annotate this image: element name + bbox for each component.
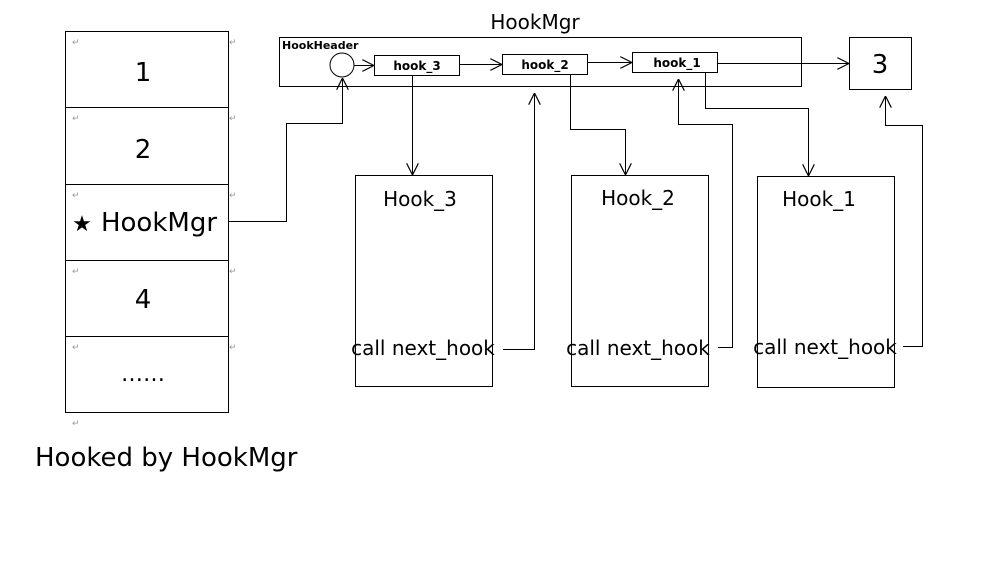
paragraph-mark: ↵ [72, 343, 80, 353]
table-cell-1: 1 [135, 58, 152, 88]
arrow-hook-1-call-next [886, 96, 923, 347]
hook-function-3: Hook_3 call next_hook [351, 175, 495, 387]
arrow-hook-3-call-next [503, 93, 535, 350]
hook-function-box [757, 176, 895, 388]
hook-function-1: Hook_1 call next_hook [753, 176, 897, 388]
paragraph-mark: ↵ [72, 191, 80, 201]
chain-node-hook-1 [632, 52, 718, 73]
vector-table: ↵ ↵ ↵ ↵ ↵ ↵ ↵ ↵ ↵ ↵ ↵ 1 2 ★ HookMgr 4 …… [65, 31, 237, 429]
paragraph-mark: ↵ [229, 191, 237, 201]
hook-chain: hook_3 hook_2 hook_1 [374, 52, 718, 76]
hook-function-2: Hook_2 call next_hook [566, 175, 710, 387]
arrow-hook-2-call-next [679, 79, 733, 348]
paragraph-mark: ↵ [72, 114, 80, 124]
call-next-hook-label: call next_hook [566, 336, 710, 360]
original-target-label: 3 [872, 50, 889, 80]
chain-node-label: hook_2 [521, 58, 568, 73]
hookmgr-container [279, 37, 802, 87]
table-cell-hookmgr: HookMgr [101, 208, 217, 238]
hook-function-title: Hook_3 [383, 187, 457, 211]
paragraph-mark: ↵ [229, 343, 237, 353]
hook-header-node [329, 52, 355, 78]
table-cell-2: 2 [135, 135, 152, 165]
paragraph-mark: ↵ [72, 419, 80, 429]
paragraph-mark: ↵ [229, 114, 237, 124]
diagram-caption: Hooked by HookMgr [35, 443, 298, 473]
paragraph-mark: ↵ [72, 267, 80, 277]
paragraph-mark: ↵ [72, 38, 80, 48]
star-icon: ★ [72, 212, 92, 237]
arrow-table-to-header [228, 78, 343, 222]
chain-node-hook-2 [502, 54, 588, 75]
hook-function-box [571, 175, 709, 387]
hook-header-label: HookHeader [282, 39, 359, 52]
hook-function-title: Hook_1 [782, 187, 856, 211]
hookmgr-title: HookMgr [490, 10, 580, 34]
original-target-box [849, 37, 912, 90]
hook-function-box [355, 175, 493, 387]
paragraph-mark: ↵ [229, 38, 237, 48]
call-next-hook-label: call next_hook [753, 335, 897, 359]
paragraph-mark: ↵ [229, 267, 237, 277]
chain-node-hook-3 [374, 55, 460, 76]
table-cell-4: 4 [135, 285, 152, 315]
arrow-hook-1-to-function [705, 73, 809, 176]
hook-function-title: Hook_2 [601, 186, 675, 210]
arrow-hook-2-to-function [570, 75, 626, 175]
table-cell-ellipsis: …… [121, 362, 165, 387]
chain-node-label: hook_1 [653, 56, 700, 71]
call-next-hook-label: call next_hook [351, 336, 495, 360]
chain-node-label: hook_3 [393, 59, 440, 74]
